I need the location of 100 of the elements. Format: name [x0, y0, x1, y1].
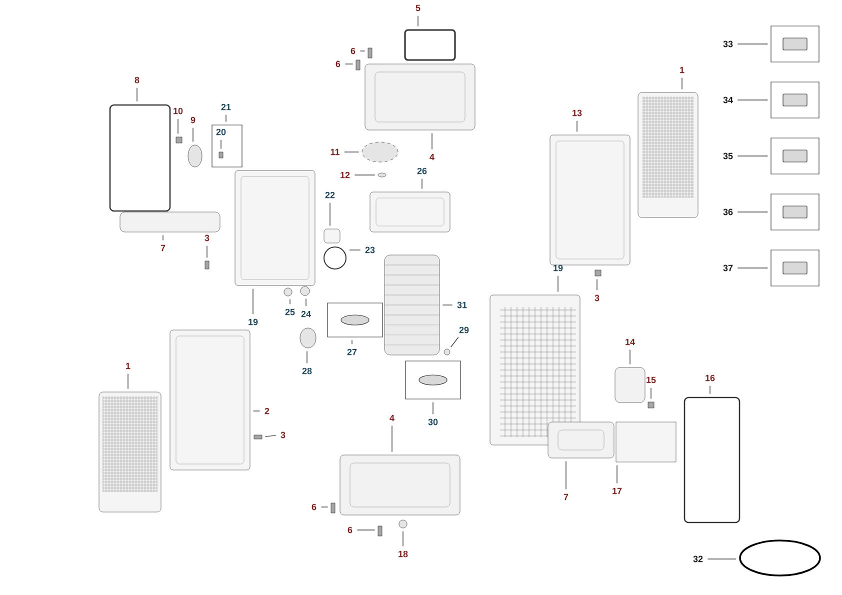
callout-number: 25 [285, 308, 295, 316]
gasket-frame [684, 396, 740, 524]
leader-line [576, 120, 578, 132]
callout-number: 7 [564, 494, 568, 500]
housing [234, 170, 316, 286]
screw [594, 270, 602, 276]
screw [356, 60, 360, 70]
accessory-box [770, 26, 820, 62]
callout-number: 35 [723, 152, 733, 160]
callout-number: 12 [340, 172, 350, 178]
callout-number: 5 [416, 4, 420, 12]
accessory-box [770, 82, 820, 118]
callout-number: 32 [693, 556, 703, 562]
grille-cover [98, 392, 162, 512]
callout-number: 3 [594, 294, 600, 302]
callout-number: 16 [706, 374, 715, 382]
callout-number: 9 [190, 116, 196, 124]
bracket [614, 367, 646, 403]
ring [378, 172, 386, 178]
accessory-box [770, 138, 820, 174]
callout-number: 22 [325, 192, 335, 198]
ring [300, 286, 310, 296]
callout-number: 6 [312, 504, 316, 510]
callout-number: 1 [680, 66, 684, 74]
leader-line [596, 278, 598, 290]
leader-line [432, 402, 434, 414]
ring [300, 328, 316, 348]
callout-number: 20 [216, 128, 226, 136]
leader-line [264, 435, 276, 437]
ring [284, 288, 292, 296]
cover-plate [364, 64, 476, 130]
callout-number: 34 [723, 96, 733, 104]
callout-number: 6 [348, 526, 352, 534]
housing [324, 228, 340, 244]
callout-number: 30 [428, 418, 438, 426]
callout-number: 15 [646, 376, 656, 384]
clip [324, 246, 346, 270]
handle [404, 29, 456, 61]
leader-line [707, 558, 736, 560]
strip [616, 422, 676, 462]
callout-number: 13 [572, 110, 582, 116]
callout-number: 14 [626, 338, 635, 346]
leader-line [442, 304, 453, 306]
leader-line [360, 50, 366, 52]
housing [170, 330, 250, 470]
leader-line [220, 140, 222, 150]
callout-number: 4 [390, 414, 394, 422]
leader-line [306, 350, 308, 364]
gasket-frame [109, 104, 171, 212]
callout-number: 8 [134, 76, 140, 84]
accessory-box [770, 250, 820, 286]
part-group-box [212, 124, 242, 168]
leader-line [162, 234, 164, 241]
callout-number: 1 [126, 362, 130, 370]
leader-line [252, 288, 254, 314]
callout-number: 19 [554, 264, 563, 272]
leader-line [136, 88, 138, 102]
callout-number: 17 [612, 488, 622, 494]
screw [330, 502, 336, 514]
accessory-box [770, 194, 820, 230]
gear [362, 142, 398, 162]
leader-line [616, 464, 618, 484]
callout-number: 10 [174, 108, 183, 114]
screw [176, 136, 182, 144]
housing [370, 192, 450, 232]
screw [368, 48, 372, 58]
power-cord [739, 540, 821, 576]
valve [327, 302, 383, 338]
valve [405, 360, 461, 400]
callout-number: 4 [430, 154, 434, 160]
callout-number: 7 [160, 244, 166, 252]
callout-number: 27 [347, 348, 357, 356]
callout-number: 3 [204, 234, 210, 242]
screw [254, 434, 262, 440]
leader-line [402, 530, 404, 546]
screw [218, 152, 224, 158]
leader-line [650, 388, 652, 400]
motor-pump [384, 254, 440, 356]
wand [120, 212, 220, 232]
leader-line [354, 174, 376, 176]
callout-number: 6 [350, 48, 356, 54]
callout-number: 23 [365, 246, 375, 254]
ring [398, 520, 408, 528]
ring [188, 144, 202, 168]
screw [204, 260, 210, 270]
screw [378, 526, 382, 536]
callout-number: 19 [248, 318, 258, 326]
leader-line [450, 336, 459, 348]
callout-number: 28 [302, 368, 312, 374]
leader-line [252, 410, 260, 412]
callout-number: 3 [280, 432, 286, 438]
callout-number: 18 [398, 550, 408, 558]
callout-number: 36 [723, 208, 733, 216]
callout-number: 37 [723, 264, 733, 272]
callout-number: 24 [301, 310, 311, 318]
cover-plate [340, 454, 460, 516]
electronics-housing [490, 294, 580, 446]
callout-number: 11 [330, 148, 340, 156]
callout-number: 21 [221, 104, 231, 110]
callout-number: 33 [723, 40, 733, 48]
